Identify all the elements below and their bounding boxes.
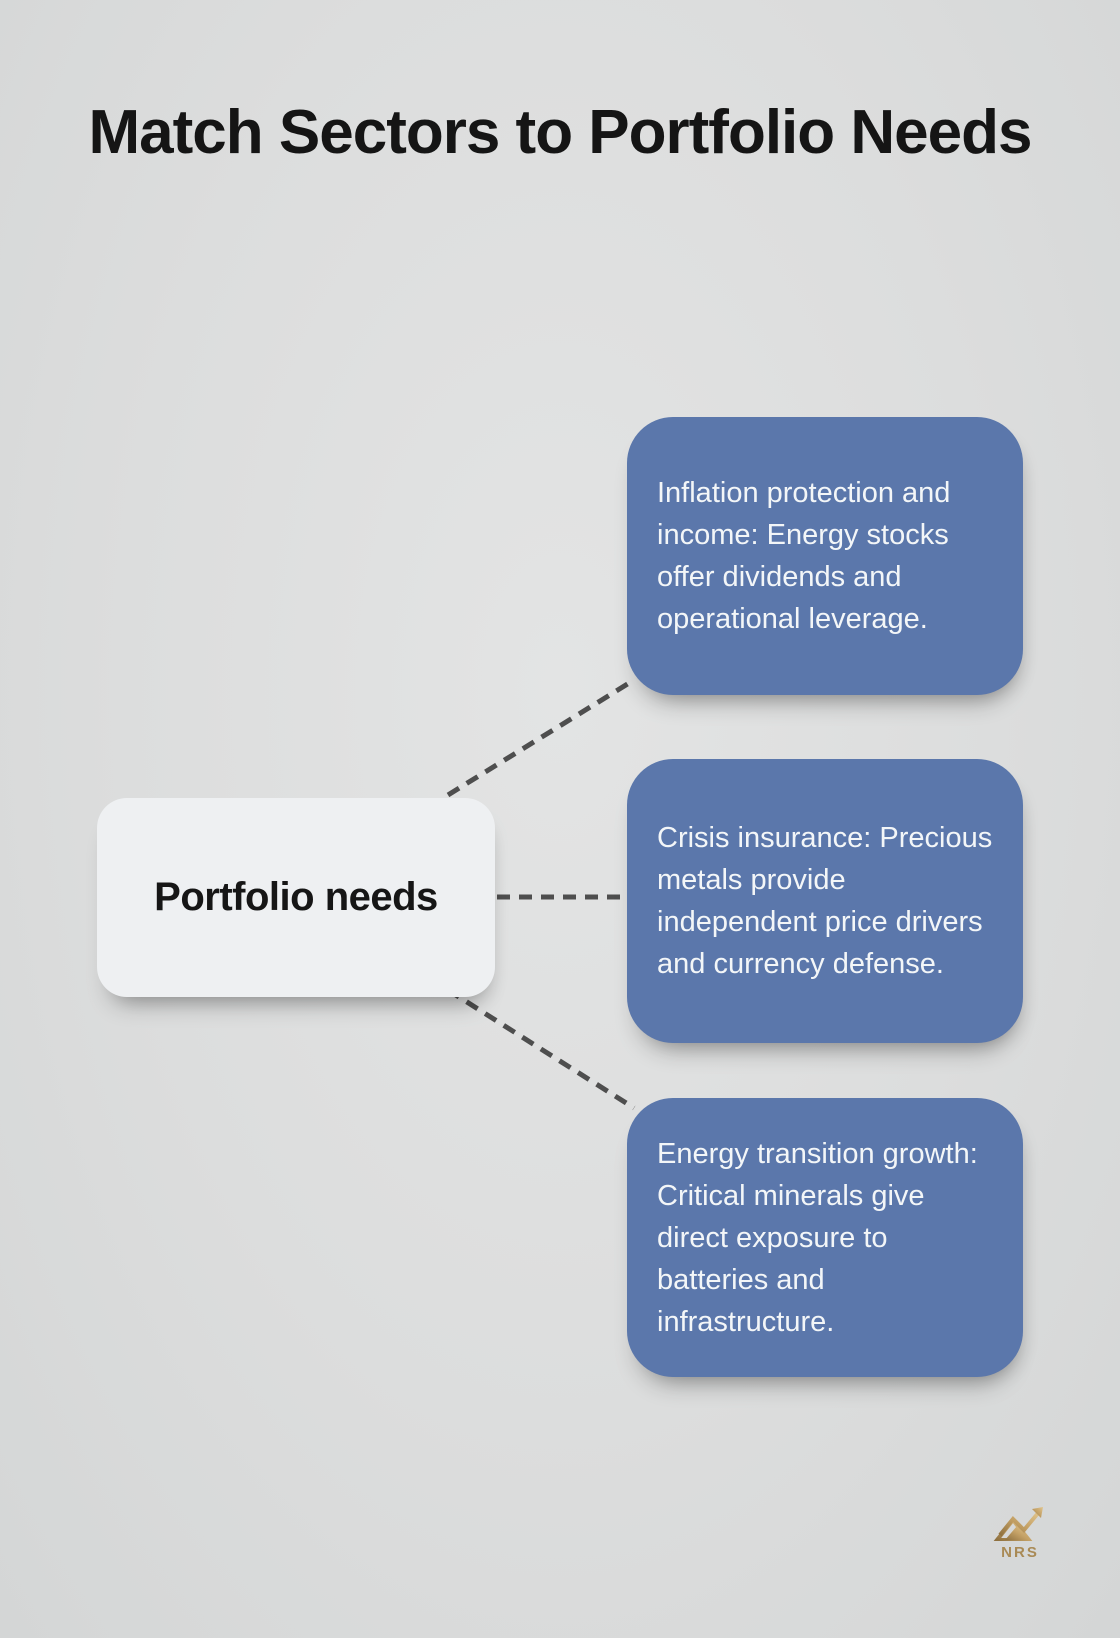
branch-node-text: Crisis insurance: Precious metals provid… [657, 822, 993, 980]
center-node-portfolio-needs: Portfolio needs [97, 798, 495, 997]
nrs-logo-text: NRS [1001, 1544, 1039, 1561]
branch-node-crisis-insurance: Crisis insurance: Precious metals provid… [627, 759, 1023, 1043]
connector-top [446, 677, 636, 798]
center-node-label: Portfolio needs [154, 875, 438, 919]
connector-bottom [446, 987, 636, 1111]
branch-node-inflation-protection: Inflation protection and income: Energy … [627, 417, 1023, 695]
branch-node-energy-transition: Energy transition growth: Critical miner… [627, 1098, 1023, 1377]
page-title: Match Sectors to Portfolio Needs [88, 98, 1033, 167]
branch-node-text: Inflation protection and income: Energy … [657, 477, 951, 635]
mountain-arrow-icon [992, 1507, 1043, 1542]
branch-node-text: Energy transition growth: Critical miner… [657, 1137, 978, 1338]
nrs-logo: NRS [992, 1505, 1048, 1561]
